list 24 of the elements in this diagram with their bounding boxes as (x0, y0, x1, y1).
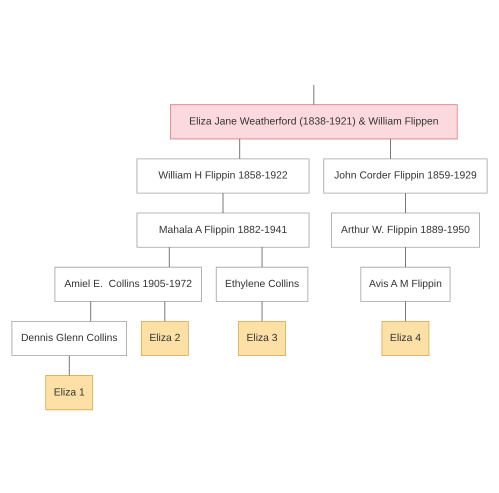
connector (68, 354, 70, 376)
connector (313, 84, 314, 104)
node-box: Eliza 3 (238, 320, 286, 356)
connector (222, 192, 224, 213)
node-box: Eliza 4 (382, 320, 430, 356)
node-box: Dennis Glenn Collins (11, 320, 127, 356)
node-box: Eliza Jane Weatherford (1838-1921) & William Flippen (170, 104, 458, 139)
node-box: Eliza 1 (45, 374, 94, 410)
node-box: Avis A M Flippin (360, 266, 450, 302)
connector (405, 192, 406, 213)
node-box: John Corder Flippin 1859-1929 (323, 158, 488, 193)
node-box: William H Flippin 1858-1922 (136, 158, 310, 193)
connector (90, 300, 92, 322)
connector (168, 246, 170, 268)
connector (405, 246, 406, 268)
connector (239, 138, 240, 159)
connector (405, 300, 406, 322)
connector (390, 138, 391, 159)
node-box: Eliza 2 (140, 320, 189, 356)
node-box: Amiel E. Collins 1905-1972 (54, 266, 202, 302)
node-box: Mahala A Flippin 1882-1941 (136, 212, 310, 248)
node-box: Arthur W. Flippin 1889-1950 (330, 212, 480, 248)
connector (164, 300, 166, 322)
node-box: Ethylene Collins (216, 266, 308, 302)
